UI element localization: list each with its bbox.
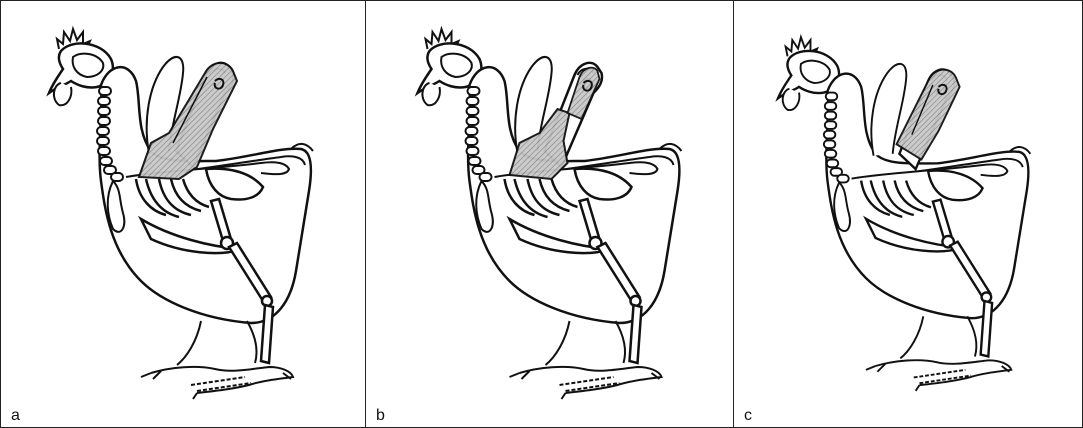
chicken-skeleton-illustration bbox=[734, 1, 1082, 427]
panel-c: c bbox=[734, 1, 1082, 427]
panel-a: a bbox=[1, 1, 365, 427]
chicken-skeleton-illustration bbox=[366, 1, 733, 427]
chicken-skeleton-illustration bbox=[1, 1, 365, 427]
panel-b: b bbox=[366, 1, 733, 427]
panel-label: b bbox=[376, 407, 385, 425]
panel-label: a bbox=[11, 407, 20, 425]
panel-label: c bbox=[744, 407, 752, 425]
